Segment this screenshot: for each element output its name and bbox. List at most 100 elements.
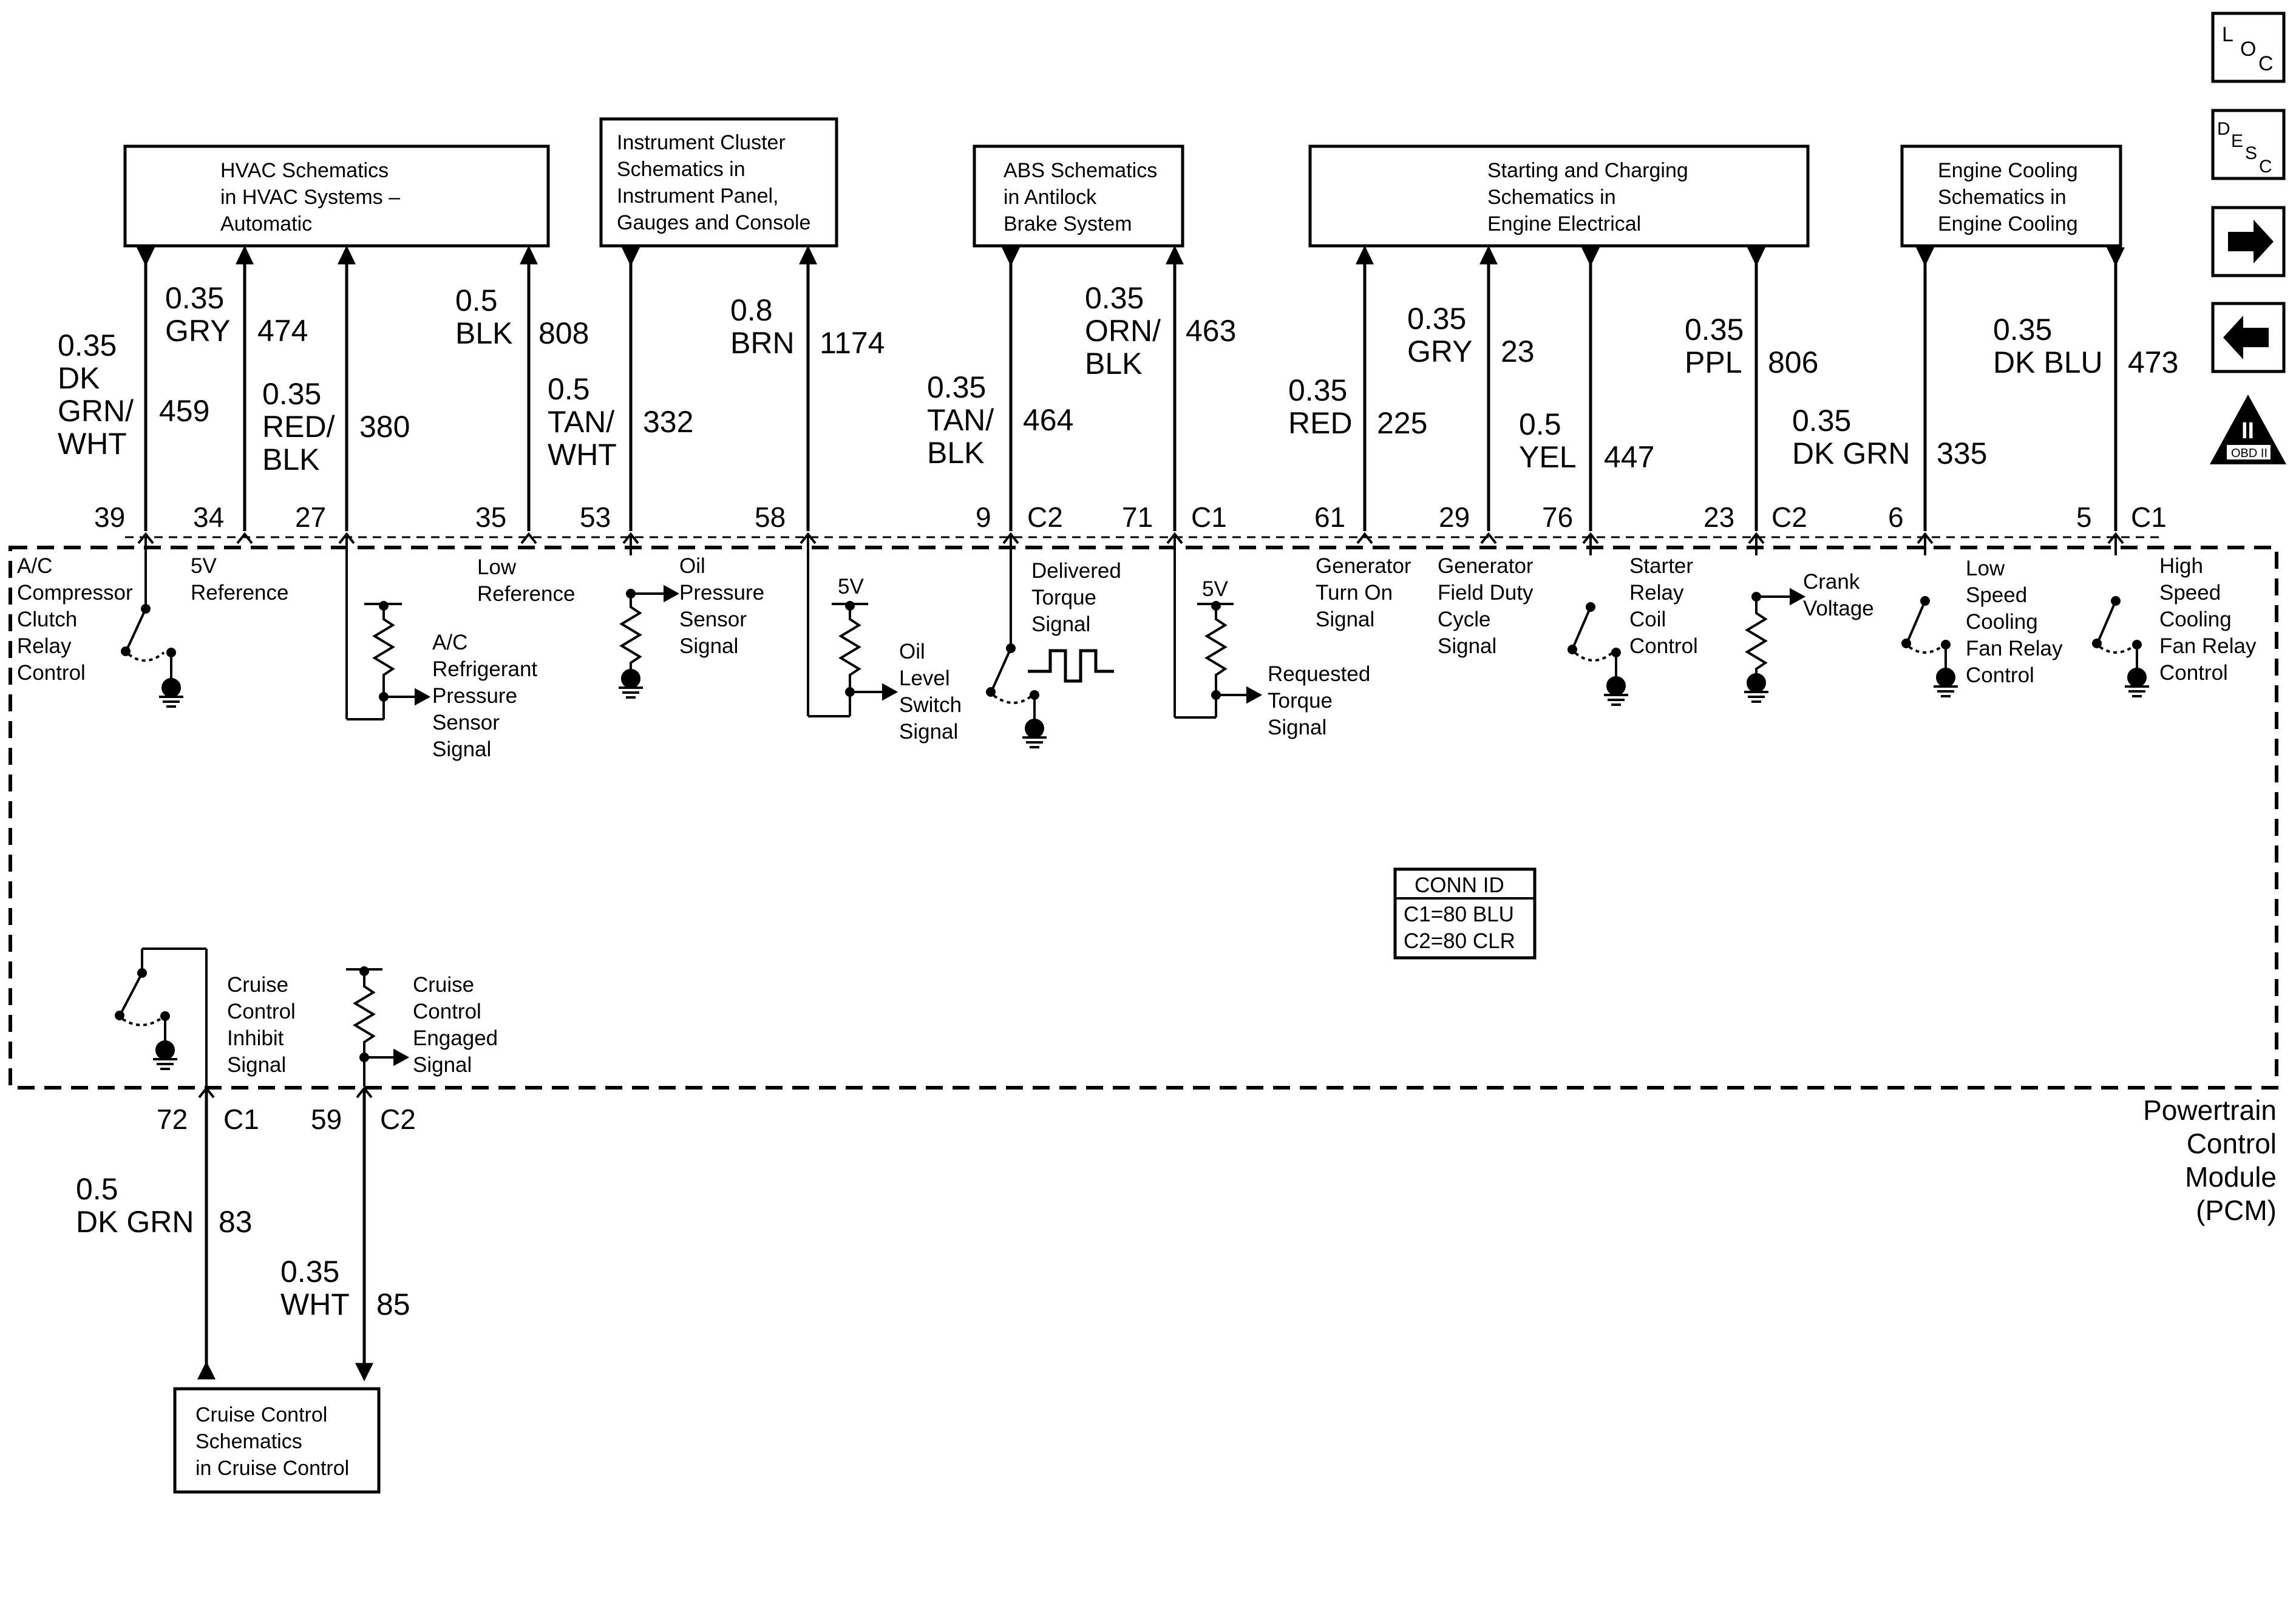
svg-text:Engaged: Engaged xyxy=(413,1026,498,1050)
w380-size: 0.35 xyxy=(262,377,321,411)
w474-size: 0.35 xyxy=(165,281,224,315)
svg-text:Sensor: Sensor xyxy=(679,608,747,631)
svg-text:Module: Module xyxy=(2185,1161,2277,1193)
internal-circuits xyxy=(115,555,2149,1086)
arrow-right-icon[interactable] xyxy=(2211,206,2286,277)
svg-text:Control: Control xyxy=(2187,1128,2277,1159)
svg-text:Compressor: Compressor xyxy=(17,581,133,605)
pin-5: 5 xyxy=(2076,501,2092,533)
start-box-line2: Schematics in xyxy=(1487,186,1616,209)
svg-text:Reference: Reference xyxy=(477,582,575,606)
svg-text:Oil: Oil xyxy=(679,554,705,578)
loc-icon[interactable]: L O C xyxy=(2211,12,2286,83)
w806-circuit: 806 xyxy=(1768,345,1818,379)
pin-76: 76 xyxy=(1542,501,1573,533)
pin-72: 72 xyxy=(157,1103,188,1135)
w225-size: 0.35 xyxy=(1288,373,1347,407)
pin-34: 34 xyxy=(193,501,224,533)
hvac-box-line3: Automatic xyxy=(220,212,312,236)
w459-size: 0.35 xyxy=(58,328,117,362)
w85-size: 0.35 xyxy=(280,1255,339,1289)
cruise-box-line1: Cruise Control xyxy=(195,1403,327,1426)
svg-text:OBD II: OBD II xyxy=(2231,447,2267,460)
hvac-box-line1: HVAC Schematics xyxy=(220,159,389,182)
svg-text:Cooling: Cooling xyxy=(2159,608,2232,631)
w464-circuit: 464 xyxy=(1023,403,1073,437)
starting-charging-box[interactable]: Starting and Charging Schematics in Engi… xyxy=(1308,144,1810,248)
bottom-wires xyxy=(197,1086,374,1381)
pcm-boundary xyxy=(8,546,2278,1090)
w459-color1: DK xyxy=(58,361,100,395)
cool-box-line3: Engine Cooling xyxy=(1938,212,2078,236)
pin-59: 59 xyxy=(311,1103,342,1135)
hvac-schematics-box[interactable]: HVAC Schematics in HVAC Systems – Automa… xyxy=(123,144,550,248)
w463-color2: BLK xyxy=(1085,347,1143,381)
svg-text:5V: 5V xyxy=(191,554,217,578)
svg-text:Control: Control xyxy=(1966,663,2034,687)
w459-color2: GRN/ xyxy=(58,394,134,428)
w23-size: 0.35 xyxy=(1407,302,1466,336)
svg-text:Fan Relay: Fan Relay xyxy=(1966,637,2063,660)
w459-color3: WHT xyxy=(58,427,127,461)
w473-color: DK BLU xyxy=(1993,345,2103,379)
svg-text:Crank: Crank xyxy=(1803,570,1860,594)
svg-text:Signal: Signal xyxy=(679,634,738,658)
w464-size: 0.35 xyxy=(927,370,986,404)
svg-text:Signal: Signal xyxy=(413,1053,472,1077)
pcm-label: Powertrain Control Module (PCM) xyxy=(2143,1094,2277,1226)
engine-cooling-box[interactable]: Engine Cooling Schematics in Engine Cool… xyxy=(1900,144,2122,248)
connector-c1-left: C1 xyxy=(1191,501,1227,533)
connector-c2-left: C2 xyxy=(1027,501,1063,533)
svg-text:Requested: Requested xyxy=(1268,662,1370,686)
svg-text:Powertrain: Powertrain xyxy=(2143,1094,2277,1126)
top-wires xyxy=(137,245,2125,531)
svg-text:Control: Control xyxy=(413,1000,481,1023)
svg-text:C: C xyxy=(2258,52,2274,75)
pin-chevrons xyxy=(137,532,2124,555)
wire-labels: 0.35 DK GRN/ WHT 459 0.35 GRY 474 0.35 R… xyxy=(58,281,2178,476)
svg-text:Sensor: Sensor xyxy=(432,711,500,734)
w808-color: BLK xyxy=(455,316,513,350)
svg-text:Turn On: Turn On xyxy=(1316,581,1393,605)
hvac-box-line2: in HVAC Systems – xyxy=(220,186,400,209)
svg-text:Signal: Signal xyxy=(227,1053,286,1077)
pin-61: 61 xyxy=(1314,501,1345,533)
svg-text:Inhibit: Inhibit xyxy=(227,1026,284,1050)
svg-text:Generator: Generator xyxy=(1438,554,1533,578)
instrument-cluster-box[interactable]: Instrument Cluster Schematics in Instrum… xyxy=(599,117,838,248)
ipc-box-line2: Schematics in xyxy=(617,158,746,181)
svg-text:Low: Low xyxy=(477,555,517,579)
w380-color1: RED/ xyxy=(262,410,335,444)
pin-27: 27 xyxy=(295,501,326,533)
ipc-box-line4: Gauges and Console xyxy=(617,211,810,234)
obd-ii-icon[interactable]: II OBD II xyxy=(2210,395,2286,464)
svg-text:Speed: Speed xyxy=(1966,583,2027,607)
bottom-pin-labels: 72 C1 59 C2 0.5 DK GRN 83 0.35 WHT 85 xyxy=(76,1103,416,1321)
svg-text:O: O xyxy=(2240,38,2256,61)
w332-color1: TAN/ xyxy=(548,405,614,439)
w463-size: 0.35 xyxy=(1085,281,1144,315)
w225-color: RED xyxy=(1288,406,1353,440)
svg-text:Control: Control xyxy=(1629,634,1698,658)
conn-id-title: CONN ID xyxy=(1415,873,1504,897)
svg-text:Cooling: Cooling xyxy=(1966,610,2038,634)
w806-size: 0.35 xyxy=(1685,313,1744,347)
svg-text:Pressure: Pressure xyxy=(432,684,517,708)
pin-35: 35 xyxy=(475,501,506,533)
abs-schematics-box[interactable]: ABS Schematics in Antilock Brake System xyxy=(973,144,1184,248)
w808-circuit: 808 xyxy=(538,316,589,350)
svg-text:Relay: Relay xyxy=(17,634,72,658)
w332-size: 0.5 xyxy=(548,372,590,406)
svg-text:Switch: Switch xyxy=(899,693,962,717)
w23-color: GRY xyxy=(1407,334,1472,368)
abs-box-line1: ABS Schematics xyxy=(1004,159,1157,182)
arrow-left-icon[interactable] xyxy=(2211,302,2286,373)
svg-text:Speed: Speed xyxy=(2159,581,2221,605)
svg-text:Signal: Signal xyxy=(432,737,491,761)
cruise-control-box[interactable]: Cruise Control Schematics in Cruise Cont… xyxy=(173,1387,381,1494)
ipc-box-line1: Instrument Cluster xyxy=(617,131,786,154)
signal-labels: A/C Compressor Clutch Relay Control 5V R… xyxy=(17,554,2257,1077)
desc-icon[interactable]: D E S C xyxy=(2211,109,2286,180)
svg-text:Signal: Signal xyxy=(899,720,958,744)
